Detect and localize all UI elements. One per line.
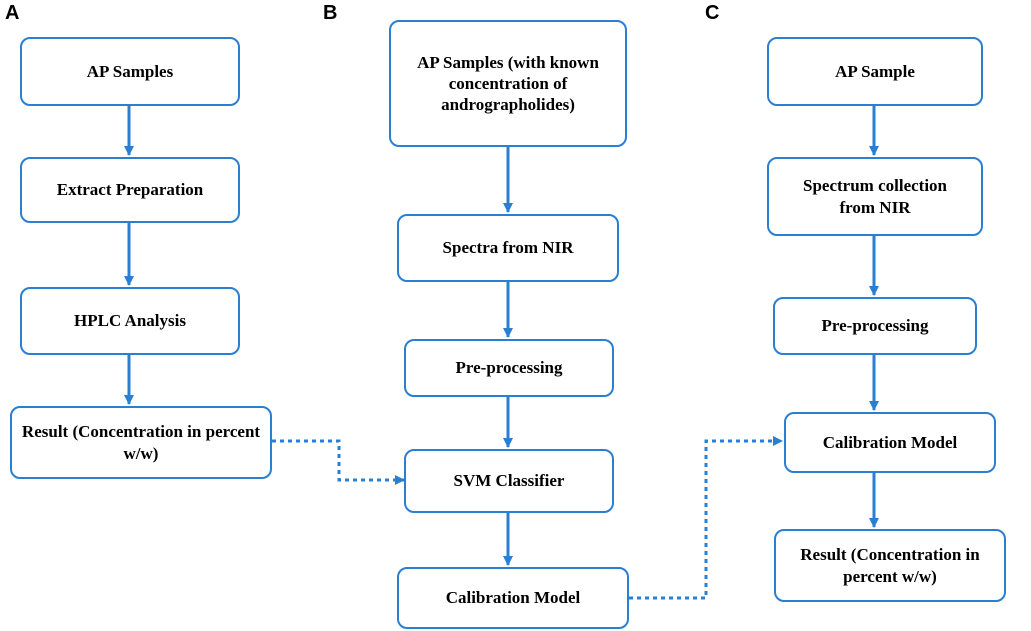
box-c-spectrum-collection: Spectrum collection from NIR [767, 157, 983, 236]
box-a-hplc-analysis: HPLC Analysis [20, 287, 240, 355]
box-c-calibration-model: Calibration Model [784, 412, 996, 473]
box-b-spectra-from-nir: Spectra from NIR [397, 214, 619, 282]
box-a-ap-samples: AP Samples [20, 37, 240, 106]
dotted-arrow-a-result-to-svm [272, 439, 405, 485]
box-b-ap-samples-known: AP Samples (with known concentration of … [389, 20, 627, 147]
dotted-arrow-calibration-to-c-calibration [629, 436, 783, 600]
box-b-calibration-model: Calibration Model [397, 567, 629, 629]
panel-label-c: C [705, 2, 720, 24]
box-c-ap-sample: AP Sample [767, 37, 983, 106]
box-c-result: Result (Concentration in percent w/w) [774, 529, 1006, 602]
box-a-extract-preparation: Extract Preparation [20, 157, 240, 223]
panel-label-b: B [323, 2, 338, 24]
box-a-result: Result (Concentration in percent w/w) [10, 406, 272, 479]
box-c-pre-processing: Pre-processing [773, 297, 977, 355]
box-b-pre-processing: Pre-processing [404, 339, 614, 397]
panel-label-a: A [5, 2, 20, 24]
box-b-svm-classifier: SVM Classifier [404, 449, 614, 513]
